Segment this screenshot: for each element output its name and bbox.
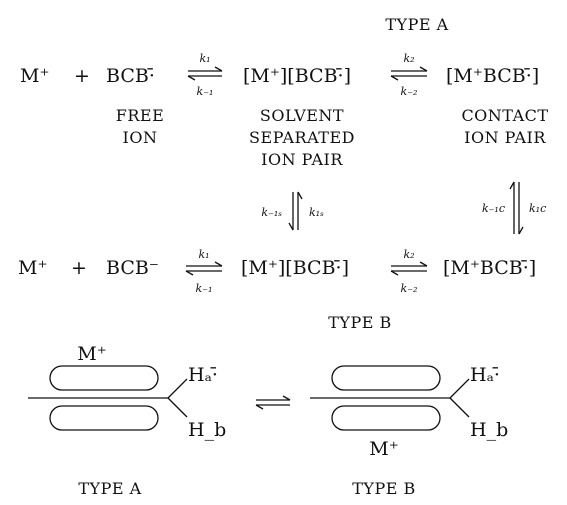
- structure-a-lower-orbital: [49, 405, 159, 431]
- row2-free-anion: BCB⁻: [106, 257, 159, 279]
- structure-b-bond-upper: [449, 378, 470, 399]
- row2-plus-sign: +: [71, 257, 87, 279]
- structure-b-lower-orbital: [331, 405, 441, 431]
- row2-k-minus1-label: k₋₁: [196, 282, 213, 295]
- structure-type-a: M⁺ Hₐ·̄ H_b TYPE A: [28, 343, 226, 498]
- ssip-label-line3: ION PAIR: [261, 150, 343, 169]
- row2-equilibrium-arrow-2: [390, 261, 428, 276]
- row1-equilibrium-arrow-2: [390, 66, 428, 81]
- type-b-label: TYPE B: [328, 313, 392, 332]
- row1-metal-cation: M⁺: [20, 65, 49, 87]
- free-ion-label-line1: FREE: [116, 106, 165, 125]
- row2-solvent-separated-ion-pair: [M⁺][BCB·̄]: [241, 257, 349, 279]
- row2-k-minus2-label: k₋₂: [401, 282, 418, 295]
- row2-equilibrium-arrow-1: [185, 261, 223, 276]
- row1-free-anion: BCB·̄: [106, 65, 155, 87]
- k1s-label: k₁ₛ: [309, 206, 324, 219]
- free-ion-label-line2: ION: [123, 128, 158, 147]
- structure-b-caption: TYPE B: [352, 479, 416, 498]
- structure-a-hb-label: H_b: [188, 419, 226, 441]
- row1-contact-ion-pair: [M⁺BCB·̄]: [446, 65, 539, 87]
- structures-equilibrium-arrow: [255, 395, 291, 410]
- k-minus1s-label: k₋₁ₛ: [261, 206, 282, 219]
- structure-b-bond-lower: [449, 397, 470, 418]
- structure-b-upper-orbital: [331, 365, 441, 391]
- cip-label-line1: CONTACT: [461, 106, 548, 125]
- row1-k-minus1-label: k₋₁: [197, 85, 214, 98]
- structure-a-ha-label: Hₐ·̄: [188, 364, 218, 386]
- row1-solvent-separated-ion-pair: [M⁺][BCB·̄]: [243, 65, 351, 87]
- row1-equilibrium-arrow-1: [187, 66, 223, 81]
- structure-a-bond-upper: [167, 378, 188, 399]
- structure-a-metal-cation: M⁺: [77, 343, 106, 365]
- row1-k1-label: k₁: [199, 52, 210, 65]
- row1-k2-label: k₂: [403, 52, 414, 65]
- row2-k1-label: k₁: [198, 248, 209, 261]
- structure-b-hb-label: H_b: [470, 419, 508, 441]
- structure-a-bond-lower: [167, 397, 188, 418]
- k1c-label: k₁c: [529, 202, 546, 215]
- row1-k-minus2-label: k₋₂: [401, 85, 418, 98]
- structure-b-ha-label: Hₐ·̄: [470, 364, 500, 386]
- row2-metal-cation: M⁺: [18, 257, 47, 279]
- k-minus1c-label: k₋₁c: [482, 202, 505, 215]
- row1-plus-sign: +: [74, 65, 90, 87]
- vertical-equilibrium-arrow-cip: [509, 181, 524, 235]
- structure-b-metal-cation: M⁺: [369, 438, 398, 460]
- row2-contact-ion-pair: [M⁺BCB·̄]: [443, 257, 536, 279]
- ssip-label-line1: SOLVENT: [260, 106, 344, 125]
- ssip-label-line2: SEPARATED: [249, 128, 355, 147]
- type-a-header: TYPE A: [385, 15, 448, 34]
- cip-label-line2: ION PAIR: [464, 128, 546, 147]
- structure-a-upper-orbital: [49, 365, 159, 391]
- vertical-equilibrium-arrow-ssip: [288, 191, 303, 231]
- structure-a-caption: TYPE A: [78, 479, 141, 498]
- row2-k2-label: k₂: [403, 248, 414, 261]
- structure-type-b: Hₐ·̄ H_b M⁺ TYPE B: [310, 364, 508, 498]
